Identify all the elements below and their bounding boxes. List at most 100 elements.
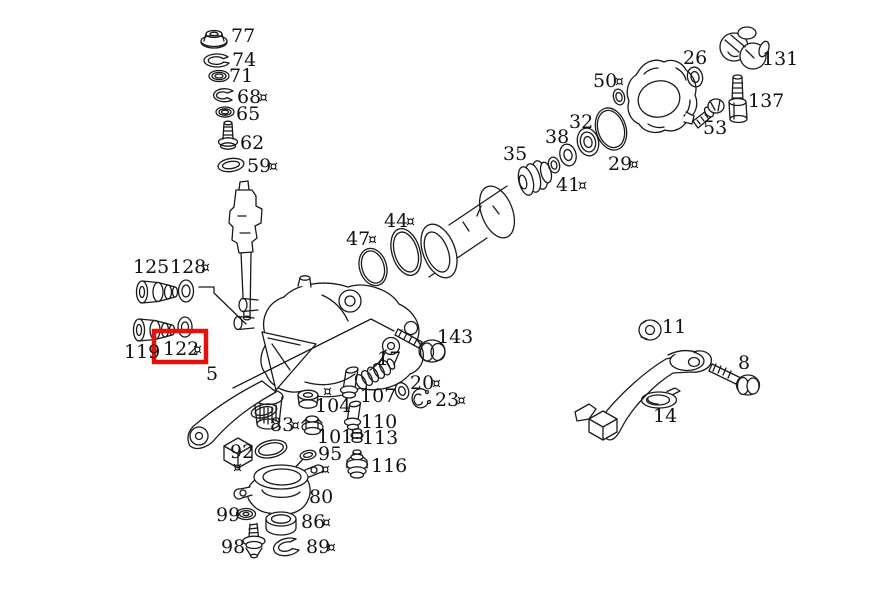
- part-62-bolt-drawing: [217, 120, 239, 150]
- part-11-nut-drawing: [638, 319, 662, 341]
- part-71-washer-drawing: [208, 69, 230, 83]
- part-symbol-104: ¤: [323, 384, 332, 400]
- part-143-bolt-drawing: [394, 328, 446, 363]
- part-98-bolt-drawing: [242, 522, 266, 559]
- part-label-29[interactable]: 29: [608, 153, 632, 175]
- part-label-113[interactable]: 113: [362, 427, 398, 449]
- part-symbol-23: ¤: [457, 393, 466, 409]
- part-label-119[interactable]: 119: [124, 341, 160, 363]
- part-label-14[interactable]: 14: [653, 405, 677, 427]
- part-label-110[interactable]: 110: [361, 411, 397, 433]
- part-83-oring-drawing: [250, 403, 278, 419]
- part-label-71[interactable]: 71: [229, 65, 253, 87]
- part-label-68[interactable]: 68: [237, 86, 261, 108]
- part-77-locknut-drawing: [200, 29, 228, 49]
- part-label-41[interactable]: 41: [556, 174, 580, 196]
- part-label-44[interactable]: 44: [384, 210, 408, 232]
- part-47-oring-drawing: [358, 247, 388, 287]
- part-symbol-92: ¤: [233, 460, 242, 476]
- part-label-62[interactable]: 62: [240, 132, 264, 154]
- part-label-128[interactable]: 128: [170, 256, 206, 278]
- part-125-fitting-drawing: [135, 280, 179, 304]
- part-116-plug-fitting-drawing: [345, 449, 369, 479]
- part-59-seal-ring-drawing: [217, 157, 245, 173]
- part-label-80[interactable]: 80: [309, 486, 333, 508]
- part-label-143[interactable]: 143: [437, 326, 473, 348]
- part-53-bolt-drawing: [692, 98, 725, 129]
- highlight-box-part-122: [151, 328, 209, 365]
- part-label-8[interactable]: 8: [738, 352, 750, 374]
- part-label-86[interactable]: 86: [301, 511, 325, 533]
- part-labels: 77 74 71 68 ¤ 65 62 59 ¤ 125 128 ¤ 119 1…: [124, 25, 798, 558]
- part-38-washer-drawing: [559, 143, 577, 167]
- part-104-bushing-drawing: [297, 389, 319, 409]
- part-41-ring-drawing: [547, 156, 561, 174]
- part-symbol-68: ¤: [259, 90, 268, 106]
- part-symbol-86: ¤: [322, 515, 331, 531]
- part-symbol-59: ¤: [269, 159, 278, 175]
- part-74-snap-ring-drawing: [203, 53, 230, 68]
- part-92-seal-ring-drawing: [254, 439, 288, 459]
- part-107-plug-drawing: [339, 366, 359, 399]
- part-68-lock-clip-drawing: [212, 88, 234, 103]
- part-symbol-41: ¤: [578, 178, 587, 194]
- part-label-89[interactable]: 89: [306, 536, 330, 558]
- part-label-99[interactable]: 99: [216, 504, 240, 526]
- part-label-35[interactable]: 35: [503, 143, 527, 165]
- part-131-coupling-drawing: [719, 26, 770, 70]
- part-8-bolt-drawing: [708, 363, 761, 396]
- part-label-95[interactable]: 95: [318, 443, 342, 465]
- part-label-77[interactable]: 77: [231, 25, 255, 47]
- part-label-11[interactable]: 11: [662, 316, 686, 338]
- part-symbol-89: ¤: [327, 540, 336, 556]
- mounting-bracket-drawing: [187, 380, 277, 469]
- part-label-17[interactable]: 17: [377, 348, 401, 370]
- part-119-fitting-drawing: [132, 318, 176, 342]
- part-symbol-29: ¤: [630, 157, 639, 173]
- part-label-38[interactable]: 38: [545, 126, 569, 148]
- part-label-125[interactable]: 125: [133, 256, 169, 278]
- part-symbol-47: ¤: [368, 232, 377, 248]
- part-label-47[interactable]: 47: [346, 228, 370, 250]
- part-label-26[interactable]: 26: [683, 47, 707, 69]
- part-label-20[interactable]: 20: [410, 372, 434, 394]
- part-label-53[interactable]: 53: [703, 117, 727, 139]
- part-label-131[interactable]: 131: [762, 48, 798, 70]
- part-symbol-20: ¤: [432, 376, 441, 392]
- part-label-92[interactable]: 92: [230, 441, 254, 463]
- part-symbol-128: ¤: [201, 260, 210, 276]
- part-label-5[interactable]: 5: [206, 363, 218, 385]
- part-label-137[interactable]: 137: [748, 90, 784, 112]
- part-99-washer-drawing: [235, 507, 257, 521]
- part-128-seal-washer-drawing: [177, 279, 195, 303]
- part-101-nut-drawing: [301, 415, 324, 436]
- part-symbol-122: ¤: [193, 342, 202, 358]
- part-label-107[interactable]: 107: [360, 385, 396, 407]
- part-label-116[interactable]: 116: [371, 455, 407, 477]
- part-label-83[interactable]: 83: [270, 414, 294, 436]
- part-label-59[interactable]: 59: [247, 155, 271, 177]
- part-label-32[interactable]: 32: [569, 111, 593, 133]
- part-symbol-95: ¤: [321, 462, 330, 478]
- part-label-23[interactable]: 23: [435, 389, 459, 411]
- part-label-104[interactable]: 104: [315, 395, 351, 417]
- part-35-grooved-bushing-drawing: [517, 160, 553, 196]
- steering-worm-shaft-drawing: [228, 180, 263, 321]
- part-65-washer-drawing: [215, 106, 235, 118]
- part-label-122[interactable]: 122: [163, 338, 199, 360]
- part-89-c-washer-drawing: [272, 537, 300, 557]
- pitman-arm-drawing: [574, 349, 713, 441]
- end-cover-housing-drawing: [626, 59, 698, 134]
- part-113-washer-stack-drawing: [350, 428, 364, 444]
- part-label-101[interactable]: 101: [317, 426, 353, 448]
- part-20-ring-drawing: [394, 382, 410, 400]
- part-86-bearing-ring-drawing: [265, 511, 297, 536]
- part-label-65[interactable]: 65: [236, 103, 260, 125]
- part-label-74[interactable]: 74: [232, 49, 256, 71]
- part-label-50[interactable]: 50: [593, 70, 617, 92]
- part-symbol-44: ¤: [406, 214, 415, 230]
- piston-cylinder-drawing: [420, 185, 516, 279]
- part-label-98[interactable]: 98: [221, 536, 245, 558]
- part-50-ring-drawing: [612, 88, 626, 106]
- part-symbol-83: ¤: [291, 418, 300, 434]
